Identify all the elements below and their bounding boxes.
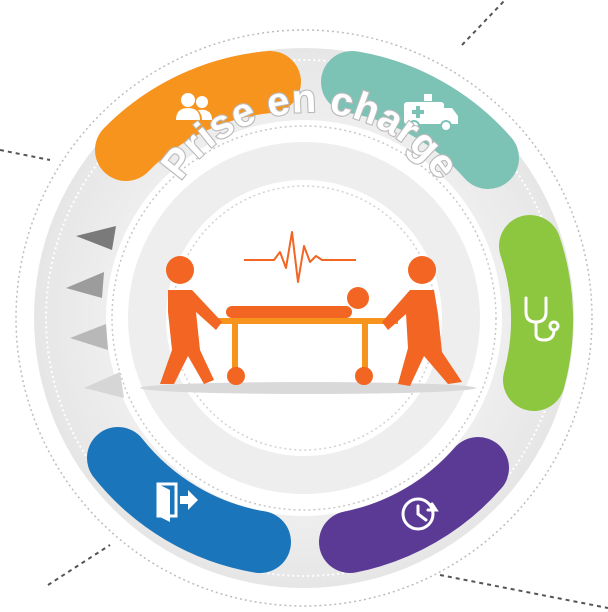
inner-dotted-ring [111,125,497,511]
segment-stethoscope[interactable] [499,215,574,411]
people-icon [176,93,212,120]
arrow-1 [76,226,116,250]
heartbeat-icon [244,231,356,283]
stretcher-bearers-icon [140,256,476,394]
outer-dotted-ring [15,29,593,607]
arrow-2 [66,272,104,298]
connector-bottom-right [439,574,608,609]
arrow-3 [70,324,108,350]
segment-exit[interactable] [87,427,291,573]
exit-icon [156,482,198,522]
connector-bottom-left [47,544,111,586]
step-arrows [66,226,124,398]
connector-left [0,149,51,161]
ambulance-icon [404,94,458,132]
connector-top-right [461,0,506,46]
stethoscope-icon [524,296,560,342]
clock-icon [401,497,439,531]
arrow-4 [84,372,124,398]
